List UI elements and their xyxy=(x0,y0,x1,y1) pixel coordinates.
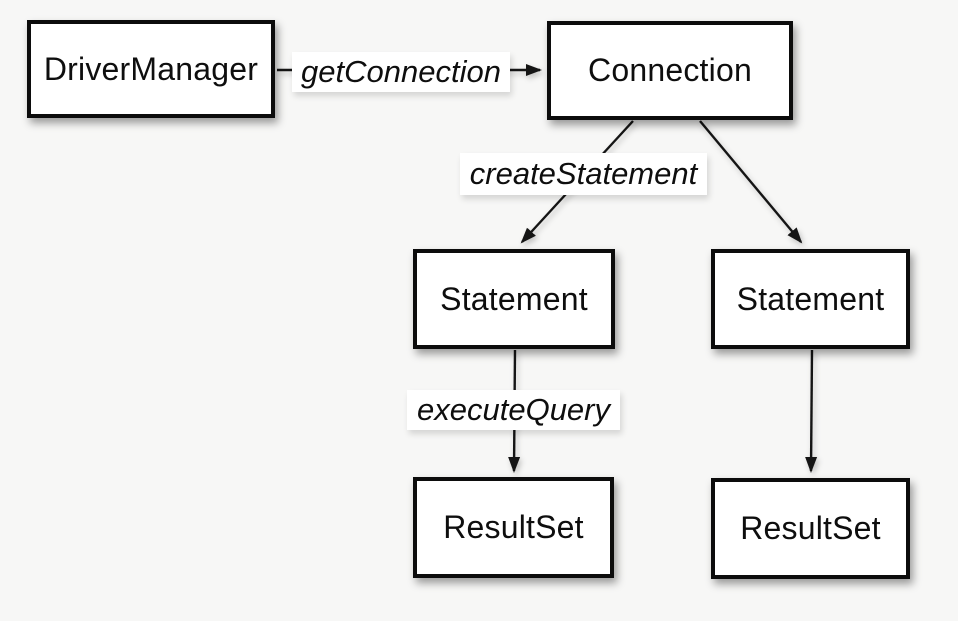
node-resultset-right: ResultSet xyxy=(711,478,910,579)
node-statement-right-label: Statement xyxy=(736,280,885,317)
node-resultset-right-label: ResultSet xyxy=(740,510,881,546)
node-connection-label: Connection xyxy=(588,52,752,88)
node-statement-left-label: Statement xyxy=(440,280,588,317)
edge-connection-statement-right xyxy=(699,120,803,244)
node-drivermanager-label: DriverManager xyxy=(43,50,259,87)
node-resultset-left: ResultSet xyxy=(413,477,614,578)
edge-statement-resultset-right xyxy=(805,349,818,473)
edge-label-createstatement: createStatement xyxy=(460,153,707,195)
node-resultset-left-label: ResultSet xyxy=(443,509,584,545)
node-statement-right: Statement xyxy=(711,249,910,349)
node-connection: Connection xyxy=(547,21,793,120)
edge-label-executequery: executeQuery xyxy=(407,390,620,430)
node-statement-left: Statement xyxy=(413,249,615,349)
node-drivermanager: DriverManager xyxy=(27,20,275,118)
edge-label-getconnection: getConnection xyxy=(292,52,510,92)
